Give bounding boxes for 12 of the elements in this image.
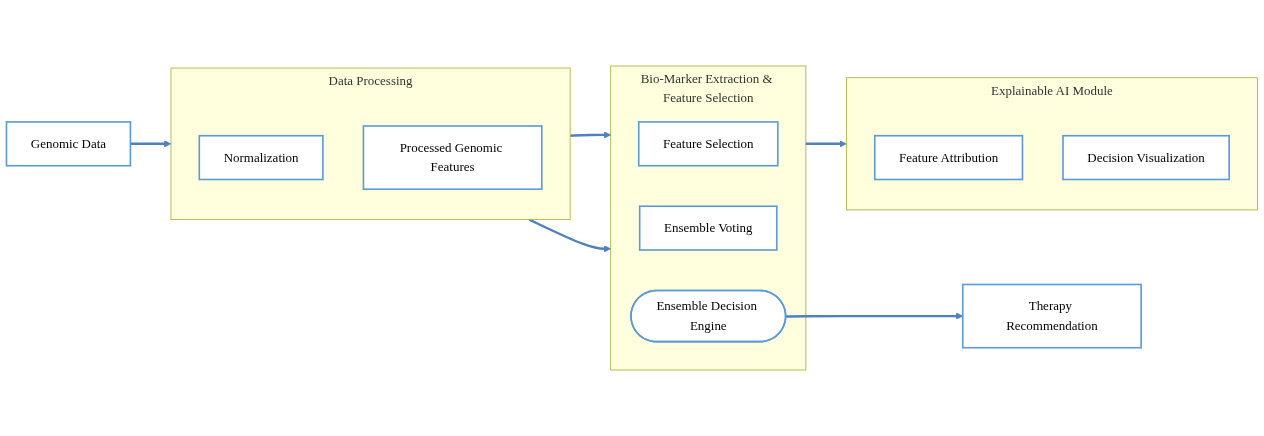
arrow [528, 218, 611, 253]
node-box: Genomic Data [5, 121, 132, 167]
node-box: Processed Genomic Features [362, 125, 543, 191]
node-box: Decision Visualization [1062, 134, 1230, 181]
node-box: Normalization [198, 134, 324, 181]
node-box: Therapy Recommendation [961, 283, 1142, 349]
node-box: Feature Attribution [873, 134, 1024, 181]
arrow [130, 140, 172, 148]
node-box: Ensemble Voting [638, 205, 778, 251]
arrow [570, 131, 611, 139]
arrow [805, 140, 847, 148]
node-box: Feature Selection [637, 121, 779, 167]
